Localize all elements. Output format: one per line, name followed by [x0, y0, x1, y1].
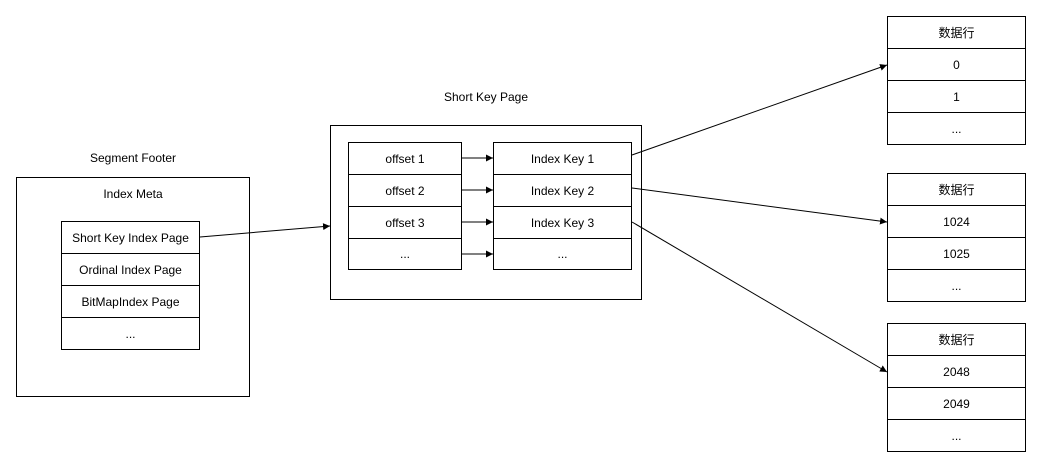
arrow-key2-to-table2 [631, 187, 888, 225]
arrow-key3-to-table3 [631, 221, 888, 373]
data-table-header: 数据行 [887, 323, 1026, 356]
data-table-header: 数据行 [887, 16, 1026, 49]
meta-row-short-key-index-page: Short Key Index Page [61, 221, 200, 254]
data-row: ... [887, 112, 1026, 145]
data-row: ... [887, 419, 1026, 452]
data-row: 1 [887, 80, 1026, 113]
offset-cell-2: offset 2 [348, 174, 462, 207]
data-row: ... [887, 269, 1026, 302]
meta-row-bitmap-index-page: BitMapIndex Page [61, 285, 200, 318]
offset-cell-1: offset 1 [348, 142, 462, 175]
index-key-cell-ellipsis: ... [493, 238, 632, 270]
data-row: 2048 [887, 355, 1026, 388]
meta-row-ordinal-index-page: Ordinal Index Page [61, 253, 200, 286]
data-row: 2049 [887, 387, 1026, 420]
data-table-header: 数据行 [887, 173, 1026, 206]
index-key-cell-1: Index Key 1 [493, 142, 632, 175]
offset-cell-ellipsis: ... [348, 238, 462, 270]
offset-cell-3: offset 3 [348, 206, 462, 239]
index-meta-title: Index Meta [103, 187, 163, 201]
data-row: 1025 [887, 237, 1026, 270]
arrow-key1-to-table1 [631, 64, 888, 156]
data-row: 0 [887, 48, 1026, 81]
short-key-page-title: Short Key Page [443, 90, 529, 104]
index-key-cell-3: Index Key 3 [493, 206, 632, 239]
meta-row-ellipsis: ... [61, 317, 200, 350]
data-row: 1024 [887, 205, 1026, 238]
index-key-cell-2: Index Key 2 [493, 174, 632, 207]
segment-footer-title: Segment Footer [89, 151, 177, 165]
